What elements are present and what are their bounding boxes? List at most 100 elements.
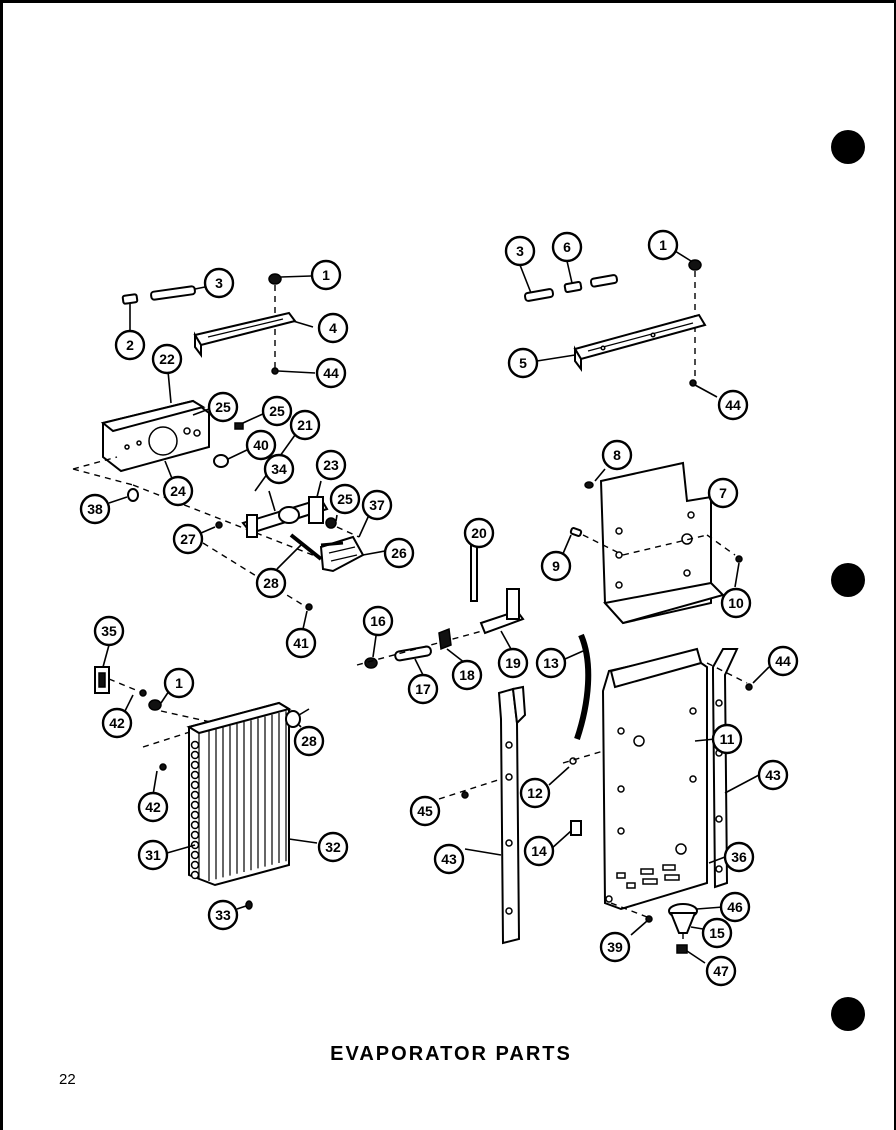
part-evaporator-cover-7 (599, 461, 725, 625)
callout-label: 38 (87, 501, 103, 517)
part-pin-2 (121, 293, 139, 305)
callout-c1c: 1 (163, 667, 195, 699)
callout-c36: 36 (723, 841, 755, 873)
callout-c25c: 25 (329, 483, 361, 515)
callout-c3b: 3 (504, 235, 536, 267)
callout-label: 25 (215, 399, 231, 415)
callout-c43a: 43 (757, 759, 789, 791)
callout-c1b: 1 (647, 229, 679, 261)
callout-label: 25 (337, 491, 353, 507)
callout-label: 3 (215, 275, 223, 291)
callout-label: 1 (322, 267, 330, 283)
callout-c11: 11 (711, 723, 743, 755)
callout-c31: 31 (137, 839, 169, 871)
callout-c17: 17 (407, 673, 439, 705)
callout-label: 2 (126, 337, 134, 353)
callout-c39: 39 (599, 931, 631, 963)
part-heater-28 (289, 533, 323, 561)
part-bracket-4 (193, 311, 297, 358)
callout-label: 18 (459, 667, 475, 683)
callout-label: 43 (441, 851, 457, 867)
callout-c14: 14 (523, 835, 555, 867)
callout-label: 27 (180, 531, 196, 547)
callout-c34: 34 (263, 453, 295, 485)
diagram-title: EVAPORATOR PARTS (330, 1043, 572, 1065)
part-evaporator-panel-11 (601, 647, 708, 911)
registration-mark-top (831, 130, 865, 164)
callout-label: 39 (607, 939, 623, 955)
part-rod-3b (523, 288, 555, 302)
part-rod-3 (150, 285, 196, 301)
part-drain-fitting-28b (285, 708, 310, 728)
callout-label: 32 (325, 839, 341, 855)
callout-label: 20 (471, 525, 487, 541)
callout-label: 17 (415, 681, 431, 697)
callout-label: 37 (369, 497, 385, 513)
callout-c35: 35 (93, 615, 125, 647)
part-screw-25 (234, 422, 244, 430)
part-shaft-20 (470, 542, 478, 602)
callout-c1a: 1 (310, 259, 342, 291)
callout-c37: 37 (361, 489, 393, 521)
callout-c6: 6 (551, 231, 583, 263)
callout-label: 6 (563, 239, 571, 255)
callout-c32: 32 (317, 831, 349, 863)
callout-label: 12 (527, 785, 543, 801)
part-spacer-35 (94, 666, 110, 694)
callout-c23: 23 (315, 449, 347, 481)
callout-c2a: 2 (114, 329, 146, 361)
callout-c18: 18 (451, 659, 483, 691)
callout-c38a: 38 (79, 493, 111, 525)
callout-c9: 9 (540, 550, 572, 582)
callout-label: 10 (728, 595, 744, 611)
callout-label: 28 (263, 575, 279, 591)
part-rail-43-left (497, 685, 527, 945)
part-motor-26 (319, 535, 365, 573)
callout-c28b: 28 (293, 725, 325, 757)
registration-mark-bottom (831, 997, 865, 1031)
callout-c3a: 3 (203, 267, 235, 299)
callout-label: 42 (109, 715, 125, 731)
callout-label: 8 (613, 447, 621, 463)
callout-label: 16 (370, 613, 386, 629)
callout-label: 9 (552, 558, 560, 574)
exploded-parts-diagram: 1234442225252140243834232537272628413615… (72, 229, 799, 987)
callout-label: 22 (159, 351, 175, 367)
callout-label: 24 (170, 483, 186, 499)
callout-c21: 21 (289, 409, 321, 441)
registration-mark-middle (831, 563, 865, 597)
callout-label: 3 (516, 243, 524, 259)
callout-label: 34 (271, 461, 287, 477)
part-bracket-5 (573, 313, 707, 372)
callout-c40: 40 (245, 429, 277, 461)
callout-label: 11 (720, 731, 735, 747)
callout-c24: 24 (162, 475, 194, 507)
callout-c44a: 44 (315, 357, 347, 389)
callout-label: 42 (145, 799, 161, 815)
callout-label: 23 (323, 457, 339, 473)
callout-c5: 5 (507, 347, 539, 379)
callout-c33: 33 (207, 899, 239, 931)
callout-c20: 20 (463, 517, 495, 549)
callout-c8: 8 (601, 439, 633, 471)
callout-c42b: 42 (137, 791, 169, 823)
callout-c26: 26 (383, 537, 415, 569)
callout-label: 19 (505, 655, 521, 671)
page-number: 22 (59, 1071, 76, 1088)
part-motor-bracket-34 (241, 497, 329, 538)
part-switch-23 (308, 496, 324, 524)
callout-label: 44 (323, 365, 339, 381)
callout-label: 13 (543, 655, 559, 671)
callout-label: 7 (719, 485, 727, 501)
callout-label: 15 (709, 925, 725, 941)
callout-c41: 41 (285, 627, 317, 659)
callout-label: 21 (297, 417, 313, 433)
callout-label: 36 (731, 849, 747, 865)
callout-c19: 19 (497, 647, 529, 679)
part-tube-13 (574, 633, 592, 740)
callout-c27: 27 (172, 523, 204, 555)
part-control-housing-22 (100, 399, 210, 473)
callout-c43b: 43 (433, 843, 465, 875)
callout-label: 45 (417, 803, 433, 819)
